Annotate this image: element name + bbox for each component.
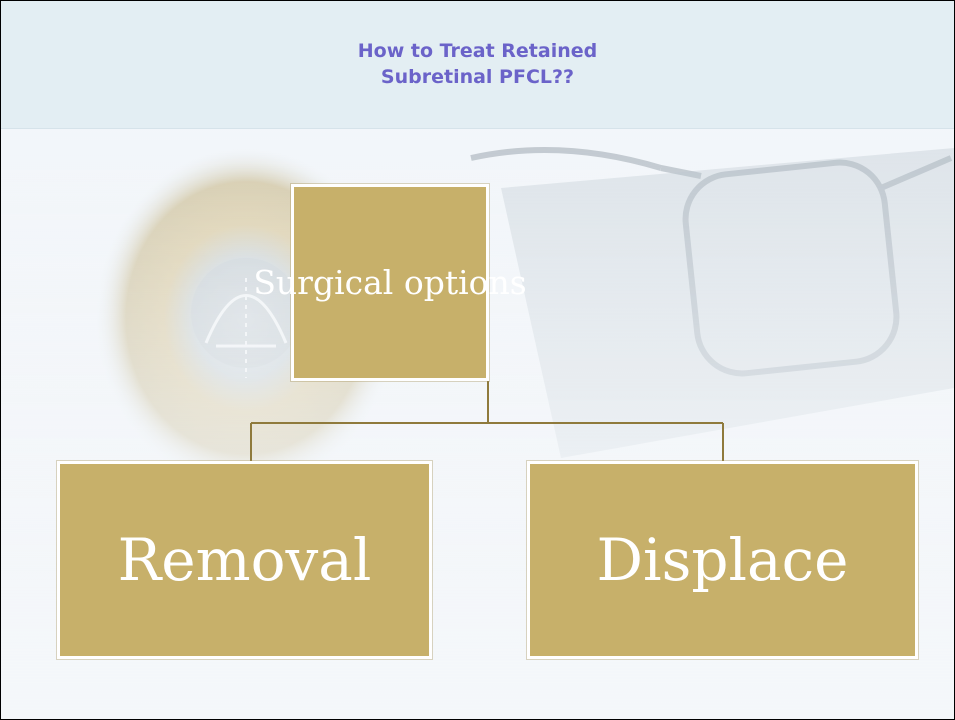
diagram-node-displace: Displace xyxy=(527,461,918,659)
title-band: How to Treat Retained Subretinal PFCL?? xyxy=(1,1,954,129)
node-label: Surgical options xyxy=(253,263,526,302)
node-label: Displace xyxy=(597,526,849,594)
slide-title: How to Treat Retained Subretinal PFCL?? xyxy=(1,38,954,90)
diagram-node-surgical-options: Surgical options xyxy=(291,184,489,381)
node-label: Removal xyxy=(118,526,372,594)
diagram-node-removal: Removal xyxy=(57,461,432,659)
